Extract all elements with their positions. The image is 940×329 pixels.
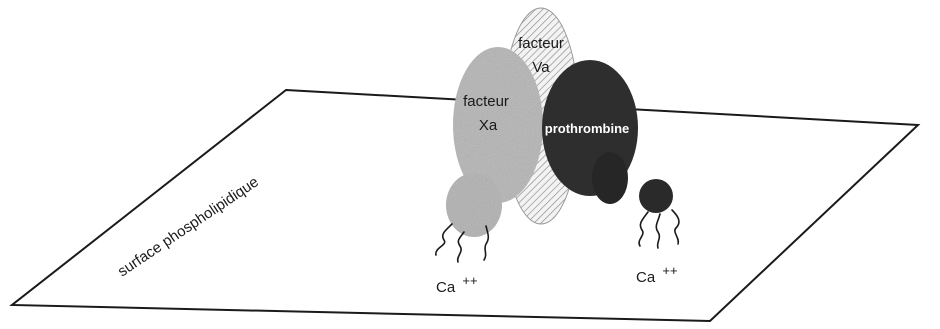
calcium-left-base: Ca	[436, 279, 456, 296]
factor-va-label-line2: Va	[532, 59, 550, 76]
calcium-right-base: Ca	[636, 269, 656, 286]
prothrombin-label: prothrombine	[545, 121, 630, 136]
calcium-right-charge: ++	[662, 263, 677, 278]
calcium-left-charge: ++	[462, 273, 477, 288]
factor-va-label-line1: facteur	[518, 35, 564, 52]
factor-xa-label-line2: Xa	[479, 117, 498, 134]
factor-xa-label-line1: facteur	[463, 93, 509, 110]
